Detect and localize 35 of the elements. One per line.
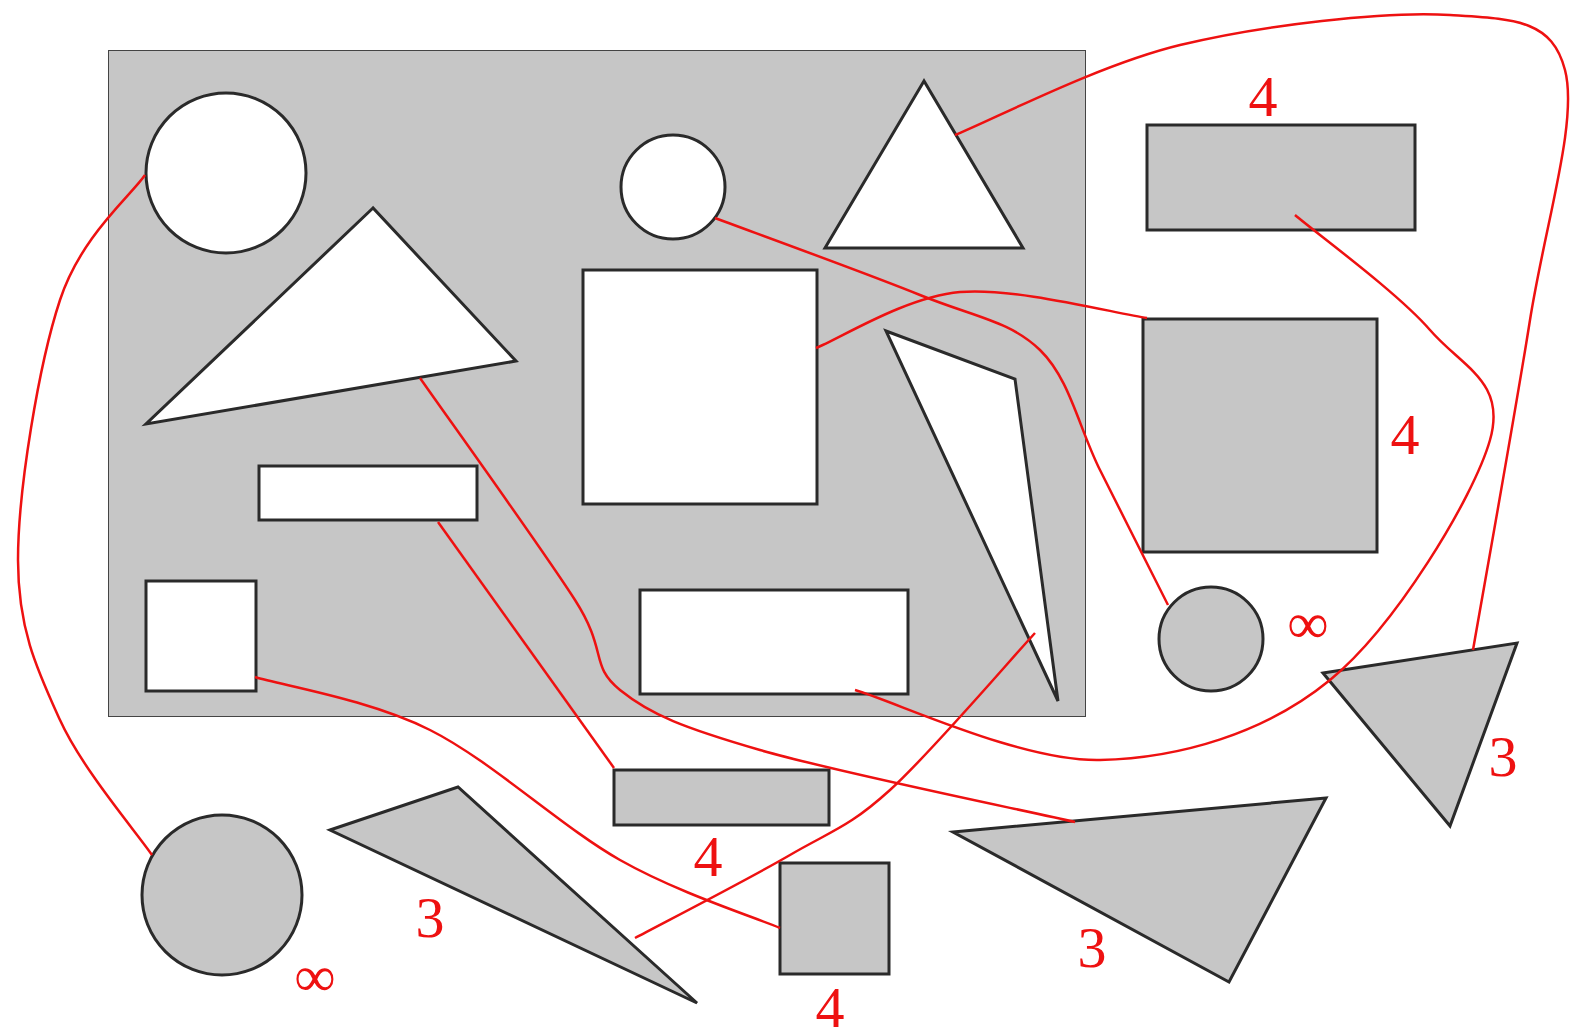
circle-shape xyxy=(618,132,728,242)
circle-shape xyxy=(143,90,309,256)
count-label: 4 xyxy=(693,828,723,886)
count-label: 4 xyxy=(1390,406,1420,464)
connector-line xyxy=(634,632,1036,940)
rectangle-shape xyxy=(1140,316,1380,555)
rectangle-shape xyxy=(611,767,832,828)
circle-shape xyxy=(1156,584,1266,694)
triangle-shape xyxy=(950,795,1329,985)
count-label: 3 xyxy=(415,889,445,947)
rectangle-shape xyxy=(637,587,911,697)
count-label: 3 xyxy=(1488,728,1518,786)
rectangle-shape xyxy=(777,860,892,977)
triangle-shape xyxy=(883,328,1061,704)
connector-line xyxy=(954,13,1570,651)
background-panel xyxy=(108,50,1086,717)
count-label: ∞ xyxy=(1287,595,1329,653)
rectangle-shape xyxy=(143,578,259,694)
rectangle-shape xyxy=(1144,122,1418,233)
count-label: 3 xyxy=(1077,919,1107,977)
count-label: ∞ xyxy=(294,948,336,1006)
rectangle-shape xyxy=(580,267,820,507)
connector-line xyxy=(714,216,1170,606)
triangle-shape xyxy=(143,205,519,427)
rectangle-shape xyxy=(256,463,480,523)
connector-line xyxy=(437,521,615,769)
connector-line xyxy=(815,290,1148,350)
triangle-shape xyxy=(1320,640,1520,829)
connector-line xyxy=(854,214,1495,762)
count-label: 4 xyxy=(815,979,845,1036)
connector-line xyxy=(16,174,153,856)
connector-line xyxy=(254,675,781,930)
count-label: 4 xyxy=(1248,68,1278,126)
triangle-shape xyxy=(822,78,1026,251)
connector-line xyxy=(418,377,1076,824)
